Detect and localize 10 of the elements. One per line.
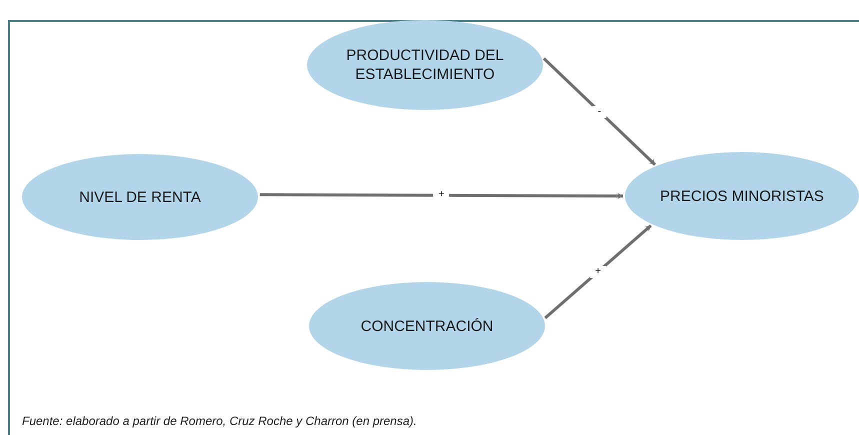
caption: Fuente: elaborado a partir de Romero, Cruz Roche y Charron (en prensa). (22, 413, 417, 430)
node-label: NIVEL DE RENTA (79, 188, 201, 206)
edge-label: + (590, 266, 606, 278)
node-label: CONCENTRACIÓN (360, 316, 494, 336)
node-label: PRODUCTIVIDAD DEL ESTABLECIMIENTO (345, 46, 505, 84)
node-label: PRECIOS MINORISTAS (660, 186, 824, 206)
arrow (542, 57, 656, 166)
arrow (260, 192, 624, 199)
arrow (544, 224, 652, 320)
edge-label: - (592, 106, 606, 118)
